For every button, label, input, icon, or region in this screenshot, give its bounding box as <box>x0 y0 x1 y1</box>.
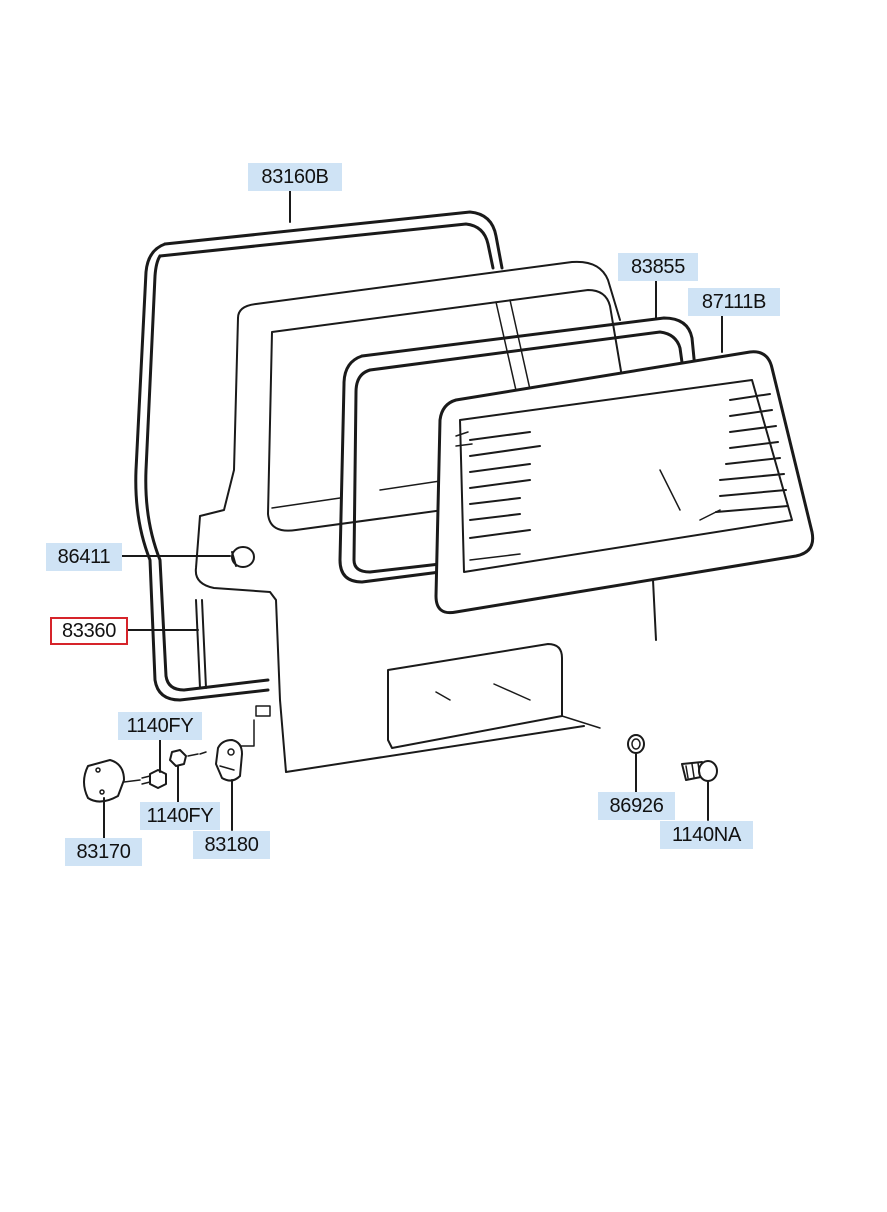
part-label-1140fy-top[interactable]: 1140FY <box>118 712 202 740</box>
screw-1140fy-left <box>141 769 167 789</box>
part-label-87111b[interactable]: 87111B <box>688 288 780 316</box>
part-label-1140na[interactable]: 1140NA <box>660 821 753 849</box>
cover-plate <box>83 759 141 803</box>
screw-1140fy-bottom <box>169 749 207 767</box>
rear-glass <box>434 350 815 615</box>
hinge-bracket <box>215 739 243 782</box>
bolt-1140na <box>681 760 718 782</box>
part-label-86926[interactable]: 86926 <box>598 792 675 820</box>
plug <box>627 734 645 754</box>
stopper-bumper <box>231 546 255 568</box>
part-label-83360[interactable]: 83360 <box>50 617 128 645</box>
weatherstrip-seal <box>134 210 504 702</box>
leader-lines <box>103 189 723 839</box>
part-label-86411[interactable]: 86411 <box>46 543 122 571</box>
glass-molding <box>338 316 702 584</box>
part-label-83180[interactable]: 83180 <box>193 831 270 859</box>
side-weatherstrip <box>195 599 207 689</box>
part-label-83160b[interactable]: 83160B <box>248 163 342 191</box>
tailgate-panel <box>194 260 657 773</box>
part-label-83170[interactable]: 83170 <box>65 838 142 866</box>
part-label-83855[interactable]: 83855 <box>618 253 698 281</box>
part-label-1140fy-bottom[interactable]: 1140FY <box>140 802 220 830</box>
